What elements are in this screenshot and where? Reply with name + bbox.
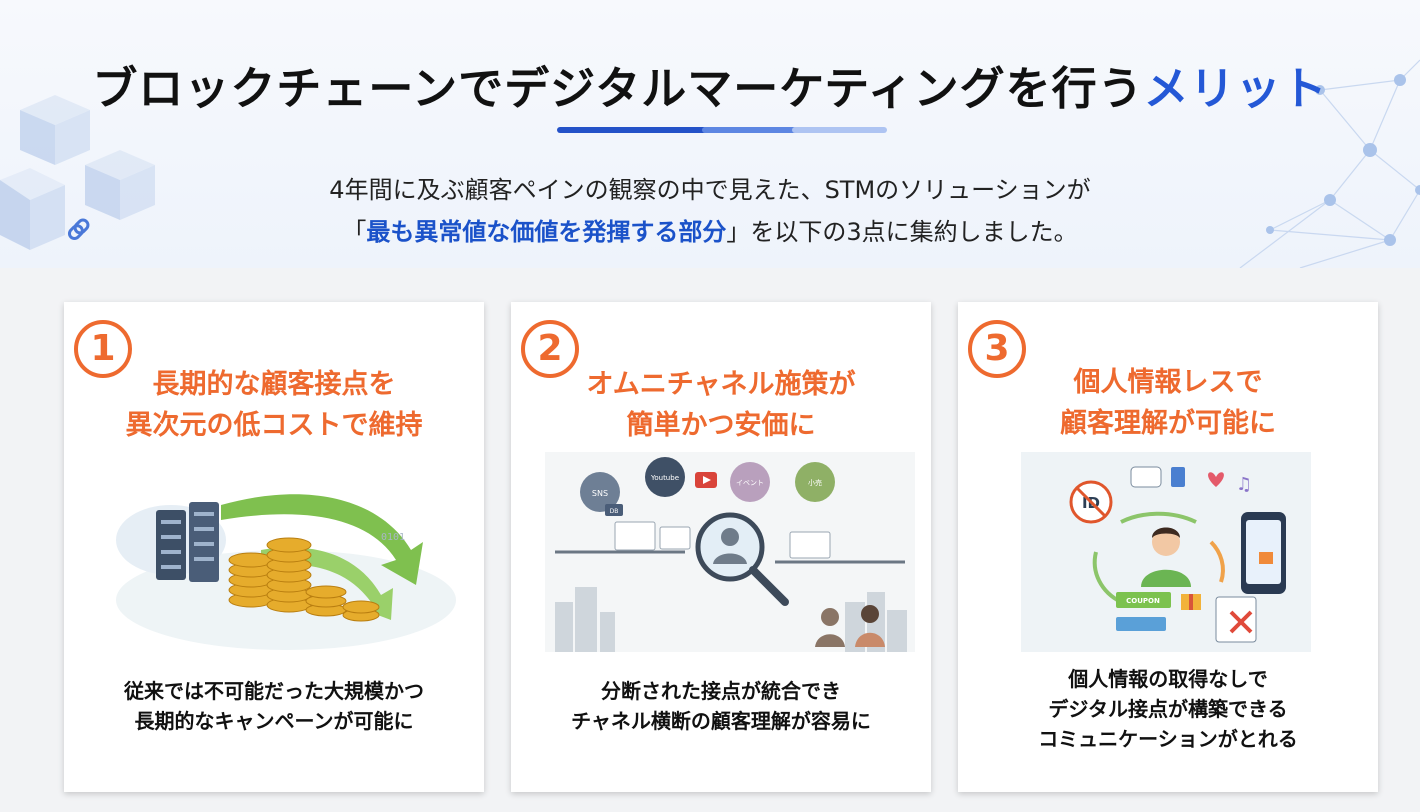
music-note-icon: ♫ xyxy=(1236,474,1252,495)
point-card-icon xyxy=(1116,617,1166,631)
chat-bubble-icon xyxy=(1130,466,1162,488)
id-card-icon: ID xyxy=(1069,480,1113,524)
card-description: 従来では不可能だった大規模かつ 長期的なキャンペーンが可能に xyxy=(64,676,484,736)
person-icon xyxy=(1141,527,1191,587)
subtitle-line2: 「最も異常値な価値を発揮する部分」を以下の3点に集約しました。 xyxy=(0,212,1420,247)
hero-banner: ブロックチェーンでデジタルマーケティングを行うメリット 4年間に及ぶ顧客ペインの… xyxy=(0,0,1420,268)
number-badge: 1 xyxy=(74,320,132,378)
card-desc-line1: 個人情報の取得なしで xyxy=(1068,667,1268,691)
card-desc-line1: 分断された接点が統合でき xyxy=(601,679,841,703)
subtitle-line1: 4年間に及ぶ顧客ペインの観察の中で見えた、STMのソリューションが xyxy=(329,176,1091,204)
subtitle-rest: 」を以下の3点に集約しました。 xyxy=(726,218,1078,246)
number-badge: 2 xyxy=(521,320,579,378)
sns-label: SNS xyxy=(592,489,608,498)
card-description: 分断された接点が統合でき チャネル横断の顧客理解が容易に xyxy=(511,676,931,736)
chain-icon xyxy=(555,550,905,564)
card-desc-line2: デジタル接点が構築できる xyxy=(1048,697,1288,721)
card-heading-line2: 簡単かつ安価に xyxy=(626,410,816,441)
network-graph-icon xyxy=(1239,59,1420,268)
heart-icon xyxy=(1208,472,1224,487)
card-heading-line1: 個人情報レスで xyxy=(1073,367,1263,398)
merit-card-2: 2 オムニチャネル施策が 簡単かつ安価に SNS Youtube イベント 小売… xyxy=(511,302,931,792)
card-heading-line2: 顧客理解が可能に xyxy=(1060,408,1276,439)
chain-link-icon xyxy=(67,218,90,241)
coupon-icon: COUPON xyxy=(1116,592,1171,608)
binary-text: 0101 xyxy=(381,532,405,543)
card-description: 個人情報の取得なしで デジタル接点が構築できる コミュニケーションがとれる xyxy=(958,664,1378,754)
card-heading-line1: 長期的な顧客接点を xyxy=(152,369,396,400)
thumbs-up-icon xyxy=(1171,467,1185,487)
coin-stack-icon xyxy=(228,537,380,622)
dashboard-icons xyxy=(614,521,831,559)
omnichannel-illustration: SNS Youtube イベント 小売 DB xyxy=(545,452,915,652)
card-desc-line2: チャネル横断の顧客理解が容易に xyxy=(571,709,871,733)
event-label: イベント xyxy=(736,479,764,487)
subtitle-open-bracket: 「 xyxy=(342,218,367,246)
person-icon xyxy=(721,528,739,546)
page-title: ブロックチェーンでデジタルマーケティングを行うメリット xyxy=(0,52,1420,117)
magnifier-icon xyxy=(695,512,789,606)
smartphone-icon xyxy=(1241,512,1286,594)
number-badge: 3 xyxy=(968,320,1026,378)
card-desc-line3: コミュニケーションがとれる xyxy=(1038,727,1298,751)
card-heading-line1: オムニチャネル施策が xyxy=(586,369,856,400)
channel-bubbles: SNS Youtube イベント 小売 DB xyxy=(580,457,835,516)
arrow-icon xyxy=(1092,511,1225,604)
privacy-free-illustration: ID ♫ COUPON xyxy=(1021,452,1311,652)
merit-card-1: 1 長期的な顧客接点を 異次元の低コストで維持 0101 xyxy=(64,302,484,792)
coupon-label: COUPON xyxy=(1126,597,1160,605)
card-desc-line1: 従来では不可能だった大規模かつ xyxy=(124,679,424,703)
subtitle-highlight: 最も異常値な価値を発揮する部分 xyxy=(366,218,727,246)
people-icon xyxy=(815,605,885,647)
merit-card-3: 3 個人情報レスで 顧客理解が可能に ID ♫ xyxy=(958,302,1378,792)
title-accent: メリット xyxy=(1143,62,1328,115)
clipboard-icon xyxy=(1215,596,1257,643)
title-underline xyxy=(557,127,887,133)
card-heading: 個人情報レスで 顧客理解が可能に xyxy=(958,362,1378,444)
retail-label: 小売 xyxy=(808,478,822,487)
gift-icon xyxy=(1181,594,1201,610)
server-icon xyxy=(156,502,219,582)
youtube-label: Youtube xyxy=(650,474,679,482)
card-heading: オムニチャネル施策が 簡単かつ安価に xyxy=(511,364,931,446)
card-heading: 長期的な顧客接点を 異次元の低コストで維持 xyxy=(64,364,484,446)
title-main: ブロックチェーンでデジタルマーケティングを行う xyxy=(92,62,1144,115)
card-heading-line2: 異次元の低コストで維持 xyxy=(125,410,423,441)
low-cost-coins-illustration: 0101 xyxy=(116,494,456,650)
blockchain-cubes-icon xyxy=(0,95,155,250)
db-label: DB xyxy=(610,508,619,515)
card-desc-line2: 長期的なキャンペーンが可能に xyxy=(134,709,414,733)
